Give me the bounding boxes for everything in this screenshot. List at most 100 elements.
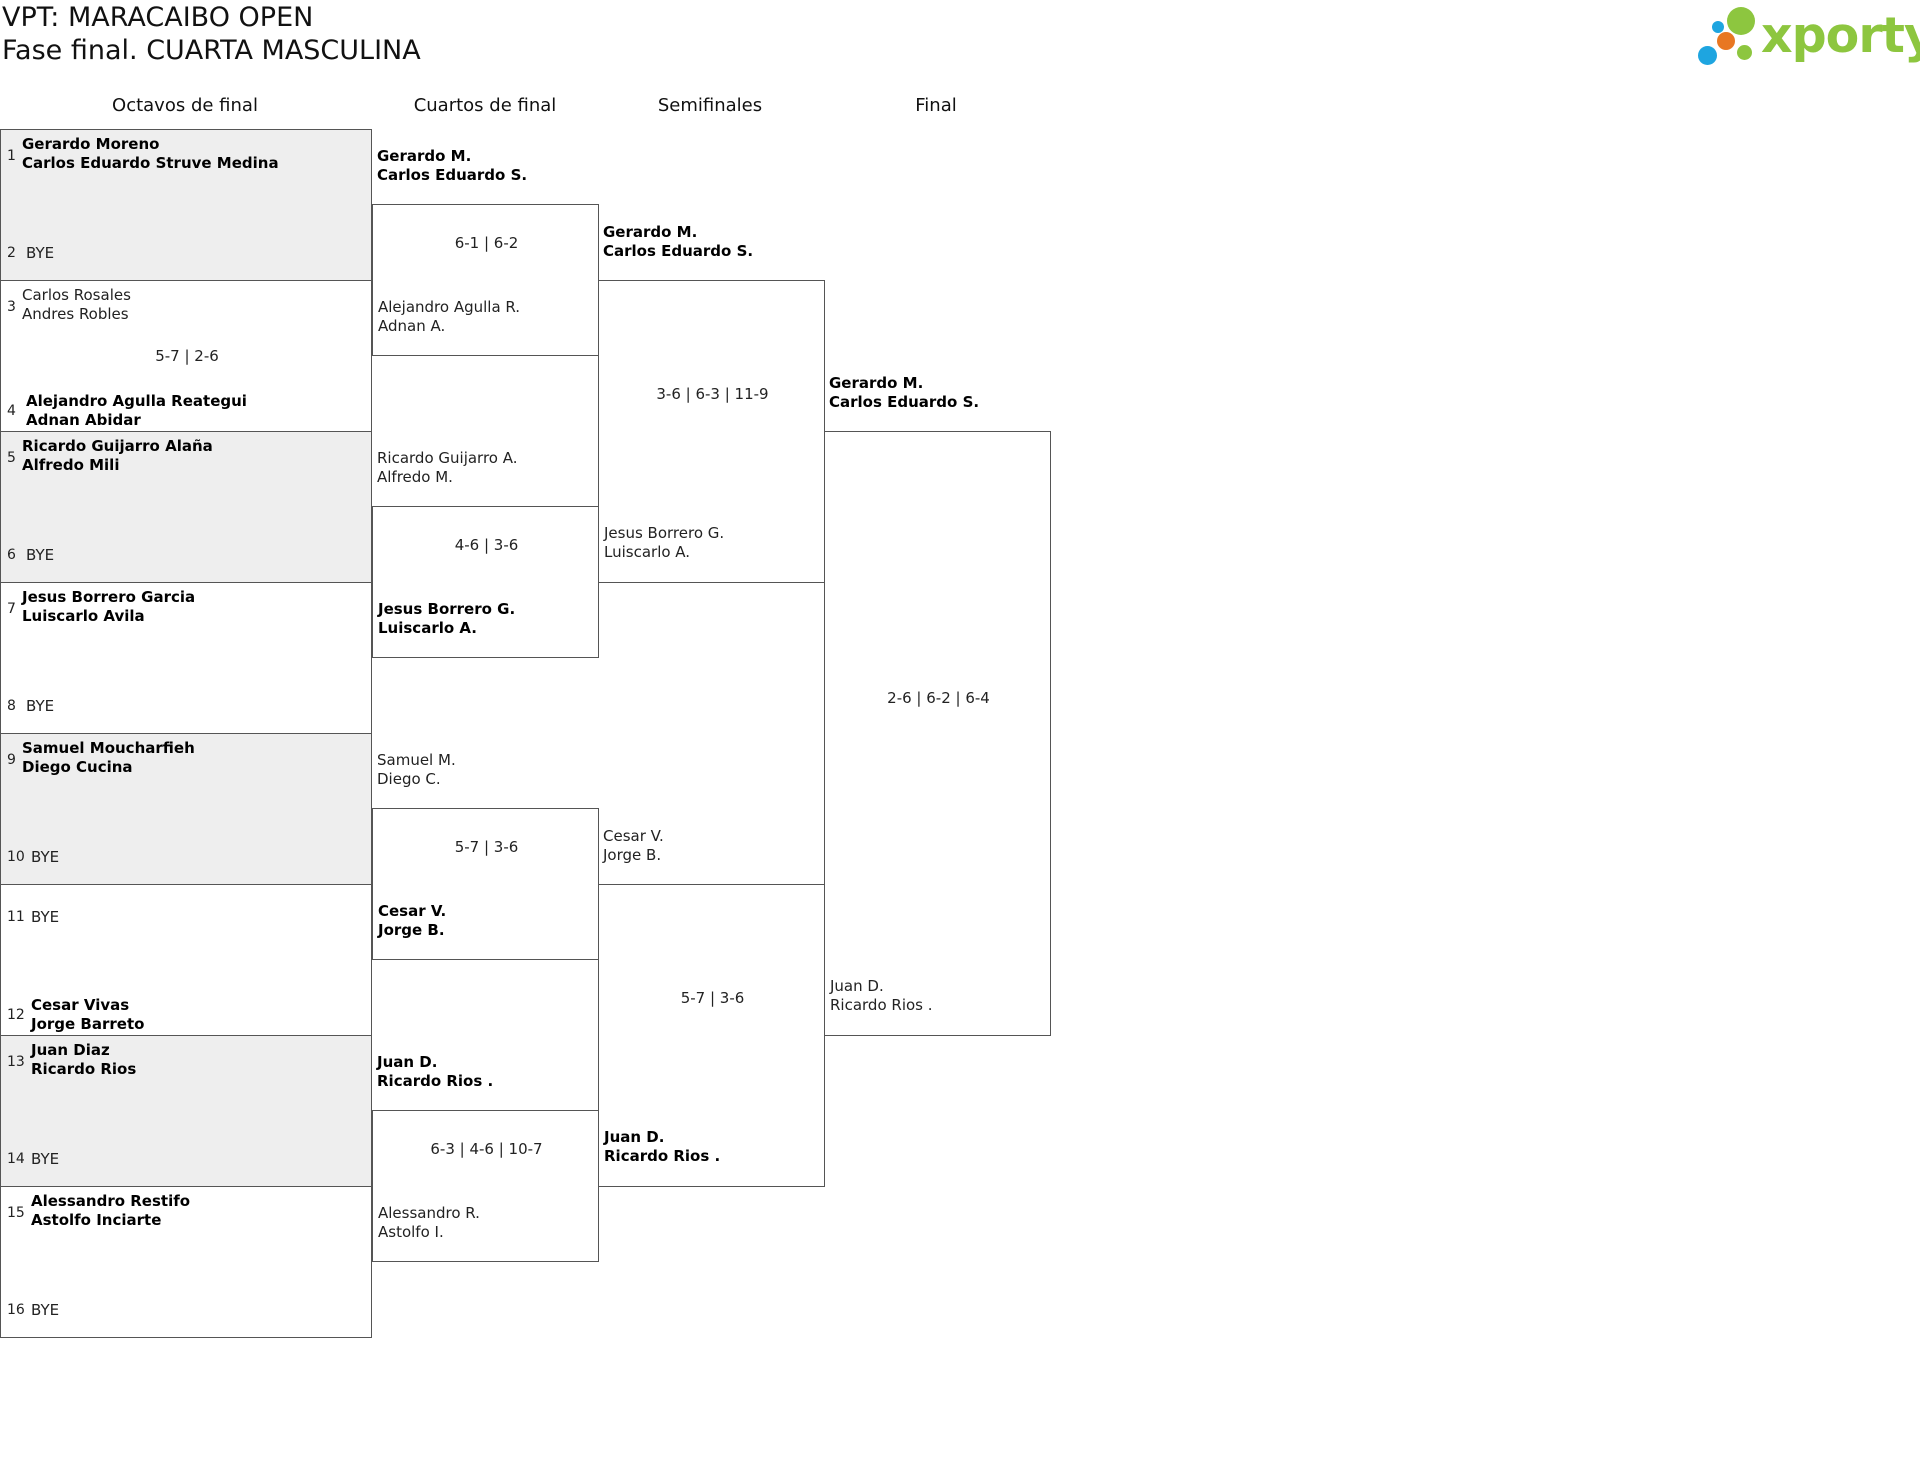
- seed-number: 10: [7, 849, 25, 865]
- player-name: Jesus Borrero G.: [378, 600, 516, 618]
- team-top: Juan D.Ricardo Rios .: [377, 1053, 493, 1091]
- page-subtitle: Fase final. CUARTA MASCULINA: [2, 35, 421, 66]
- player-name: Ricardo Rios: [31, 1060, 137, 1078]
- player-name: Astolfo Inciarte: [31, 1211, 162, 1229]
- player-name: BYE: [26, 546, 55, 564]
- seed-number: 15: [7, 1205, 25, 1221]
- team-bottom: BYE: [31, 1301, 59, 1320]
- player-name: Carlos Eduardo S.: [377, 166, 528, 184]
- player-name: Jesus Borrero Garcia: [22, 588, 196, 606]
- seed-number: 8: [7, 698, 16, 714]
- match-score: 5-7 | 2-6: [155, 347, 219, 365]
- player-name: Cesar V.: [378, 902, 447, 920]
- player-name: Alejandro Agulla Reategui: [26, 392, 247, 410]
- player-name: Gerardo M.: [829, 374, 924, 392]
- player-name: Juan D.: [604, 1128, 665, 1146]
- logo-dot-green: [1727, 7, 1755, 35]
- player-name: Cesar V.: [603, 827, 664, 845]
- player-name: Adnan A.: [378, 317, 446, 335]
- player-name: Astolfo I.: [378, 1223, 444, 1241]
- player-name: Alessandro R.: [378, 1204, 480, 1222]
- player-name: Jesus Borrero G.: [604, 524, 725, 542]
- round-header-qf: Cuartos de final: [413, 95, 557, 116]
- team-bottom: BYE: [31, 848, 59, 867]
- team-bottom: BYE: [31, 1150, 59, 1169]
- player-name: Samuel M.: [377, 751, 456, 769]
- seed-number: 3: [7, 299, 16, 315]
- team-bottom: Jesus Borrero G.Luiscarlo A.: [604, 524, 724, 562]
- seed-number: 14: [7, 1151, 25, 1167]
- seed-number: 4: [7, 403, 16, 419]
- player-name: Ricardo Rios .: [830, 996, 933, 1014]
- player-name: BYE: [31, 1150, 60, 1168]
- seed-number: 1: [7, 148, 16, 164]
- xporty-logo: xporty: [1695, 2, 1920, 72]
- player-name: Juan Diaz: [31, 1041, 110, 1059]
- page-title: VPT: MARACAIBO OPEN: [2, 2, 314, 33]
- player-name: Carlos Eduardo S.: [829, 393, 980, 411]
- seed-number: 9: [7, 752, 16, 768]
- team-top: Gerardo M.Carlos Eduardo S.: [603, 223, 753, 261]
- team-bottom: Jesus Borrero G.Luiscarlo A.: [378, 600, 515, 638]
- player-name: Alessandro Restifo: [31, 1192, 191, 1210]
- match-score: 5-7 | 3-6: [454, 838, 519, 856]
- seed-number: 5: [7, 450, 16, 466]
- team-top: Gerardo M.Carlos Eduardo S.: [829, 374, 979, 412]
- team-bottom: BYE: [26, 244, 54, 263]
- player-name: Carlos Eduardo S.: [603, 242, 754, 260]
- logo-dot-green-small: [1737, 45, 1752, 60]
- match-score: 6-3 | 4-6 | 10-7: [430, 1140, 543, 1158]
- player-name: Gerardo Moreno: [22, 135, 160, 153]
- player-name: Adnan Abidar: [26, 411, 141, 429]
- player-name: Ricardo Guijarro A.: [377, 449, 518, 467]
- player-name: Jorge B.: [378, 921, 445, 939]
- round-header-sf: Semifinales: [657, 95, 763, 116]
- team-top: Cesar V.Jorge B.: [603, 827, 664, 865]
- match-score: 2-6 | 6-2 | 6-4: [887, 689, 990, 707]
- match-score: 6-1 | 6-2: [454, 234, 519, 252]
- team-top: Gerardo M.Carlos Eduardo S.: [377, 147, 527, 185]
- seed-number: 16: [7, 1302, 25, 1318]
- logo-dot-blue-small: [1712, 21, 1724, 33]
- logo-dot-blue: [1698, 46, 1717, 65]
- player-name: Luiscarlo Avila: [22, 607, 145, 625]
- logo-text: xporty: [1761, 7, 1920, 64]
- player-name: Carlos Rosales: [22, 286, 131, 304]
- seed-number: 6: [7, 547, 16, 563]
- match-score: 4-6 | 3-6: [454, 536, 519, 554]
- player-name: Luiscarlo A.: [604, 543, 691, 561]
- player-name: Juan D.: [830, 977, 884, 995]
- seed-number: 2: [7, 245, 16, 261]
- seed-number: 12: [7, 1007, 25, 1023]
- player-name: BYE: [31, 908, 60, 926]
- player-name: Jorge B.: [603, 846, 662, 864]
- player-name: Andres Robles: [22, 305, 129, 323]
- team-bottom: Cesar V.Jorge B.: [378, 902, 446, 940]
- player-name: Cesar Vivas: [31, 996, 130, 1014]
- team-bottom: Juan D.Ricardo Rios .: [604, 1128, 720, 1166]
- match-score: 5-7 | 3-6: [680, 989, 745, 1007]
- team-bottom: BYE: [26, 546, 54, 565]
- player-name: Gerardo M.: [377, 147, 472, 165]
- team-bottom: Alessandro R.Astolfo I.: [378, 1204, 480, 1242]
- seed-number: 13: [7, 1054, 25, 1070]
- round-header-final: Final: [915, 95, 957, 116]
